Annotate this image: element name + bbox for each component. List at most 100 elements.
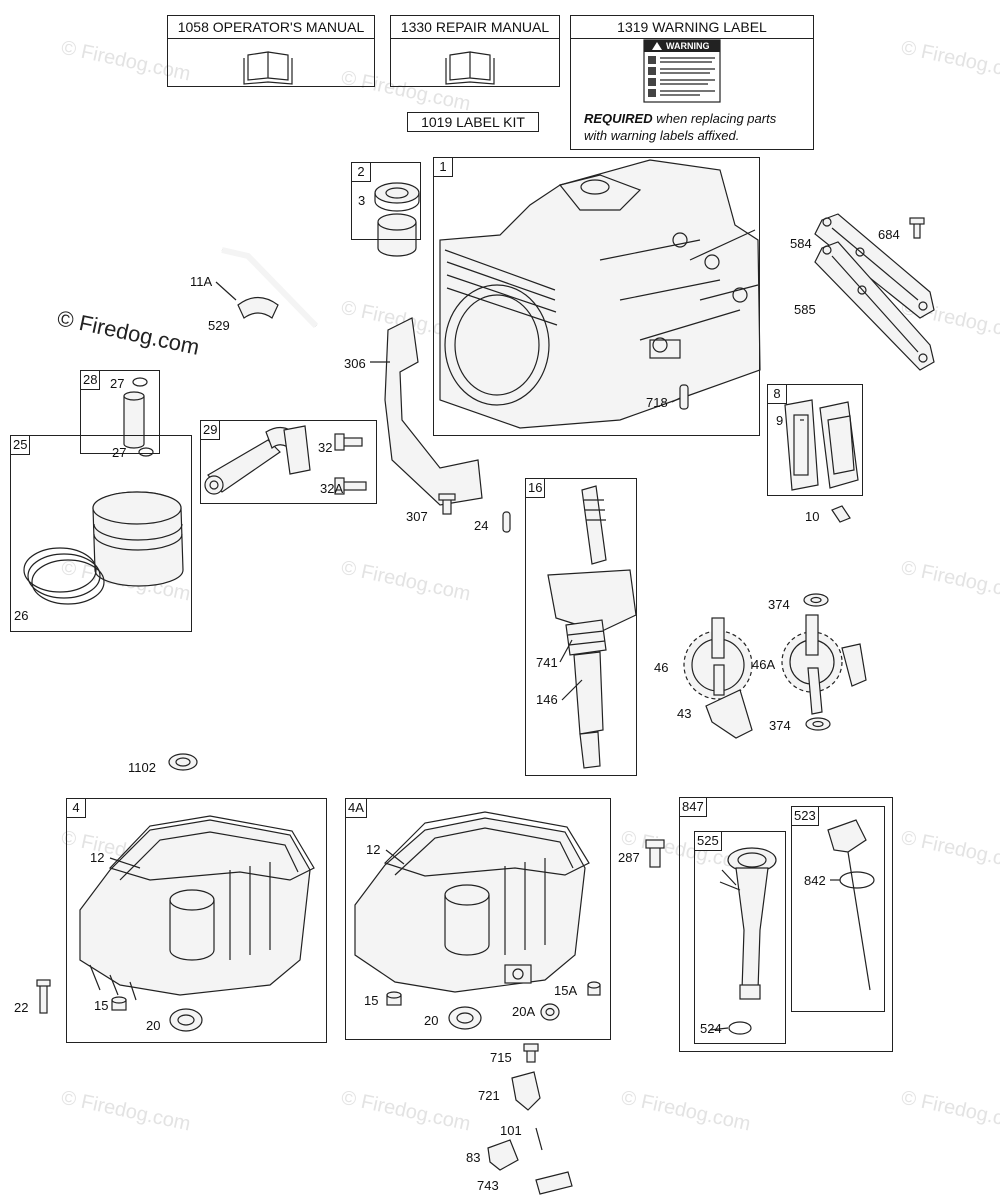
callout-label: 20 [146, 1018, 161, 1033]
group-tag: 2 [351, 162, 371, 182]
plug-icon [386, 991, 402, 1006]
book-icon [445, 51, 495, 85]
callout-label: 26 [14, 608, 29, 623]
group-tag: 847 [679, 797, 707, 817]
group-tag: 8 [767, 384, 787, 404]
plug-icon [111, 996, 127, 1011]
screw-icon [438, 493, 456, 515]
sleeve-icon [535, 1171, 573, 1195]
group-tag: 4A [345, 798, 367, 818]
oil-seal-icon [168, 753, 198, 771]
callout-label: 9 [776, 413, 784, 428]
gasket-icon [814, 241, 935, 371]
fitting-icon [645, 839, 665, 868]
group-box-16 [525, 478, 637, 776]
bolt-icon [334, 433, 363, 451]
group-box-4 [66, 798, 327, 1043]
oil-seal-icon [374, 182, 420, 212]
warning-label-title: 1319 WARNING LABEL [570, 15, 814, 39]
callout-label: 307 [406, 509, 428, 524]
leader-lines [109, 281, 840, 1031]
callout-label: 287 [618, 850, 640, 865]
breather-gasket-icon [784, 399, 819, 491]
group-tag: 4 [66, 798, 86, 818]
required-note: REQUIRED when replacing parts with warni… [584, 110, 776, 144]
callout-label: 10 [805, 509, 820, 524]
sleeve-icon [377, 213, 417, 257]
callout-label: 715 [490, 1050, 512, 1065]
callout-label: 43 [677, 706, 692, 721]
group-box-25 [10, 435, 192, 632]
callout-label: 743 [477, 1178, 499, 1193]
group-box-28 [80, 370, 160, 454]
repair-manual-title: 1330 REPAIR MANUAL [390, 15, 560, 39]
breather-cover-icon [819, 401, 859, 489]
callout-label: 529 [208, 318, 230, 333]
piston-rings-icon [23, 547, 105, 605]
oil-fill-tube-icon [719, 847, 777, 1000]
washer-icon [803, 593, 829, 607]
group-box-4a [345, 798, 611, 1040]
camshaft-gear-icon [683, 617, 753, 700]
callout-label: 721 [478, 1088, 500, 1103]
dipstick-icon [827, 819, 871, 991]
group-tag: 28 [80, 370, 101, 390]
camshaft-gear-icon [781, 614, 867, 715]
oil-seal-icon [169, 1008, 203, 1032]
dowel-pin-icon [679, 384, 689, 410]
group-box-847 [679, 797, 893, 1052]
callout-label: 24 [474, 518, 489, 533]
warning-sticker-text: WARNING [666, 41, 710, 51]
plug-icon [587, 981, 601, 996]
callout-label: 22 [14, 1000, 29, 1015]
group-box-2 [351, 162, 421, 240]
air-guide-icon [384, 317, 483, 506]
book-icon [243, 51, 293, 85]
callout-label: 11A [190, 274, 213, 289]
tube-icon [221, 247, 319, 329]
retaining-ring-icon [138, 447, 154, 457]
group-tag: 523 [791, 806, 819, 826]
oil-seal-icon [540, 1003, 560, 1021]
dowel-pin-icon [502, 511, 511, 533]
group-tag: 25 [10, 435, 31, 455]
callout-label: 306 [344, 356, 366, 371]
callout-label: 12 [366, 842, 381, 857]
callout-label: 12 [90, 850, 105, 865]
callout-label: 3 [358, 193, 366, 208]
warning-sticker-icon [643, 39, 721, 103]
required-text-line2: with warning labels affixed. [584, 128, 740, 143]
callout-label: 46A [752, 657, 776, 672]
callout-label: 842 [804, 873, 826, 888]
callout-label: 15A [554, 983, 578, 998]
group-box-1 [433, 157, 760, 436]
washer-icon [805, 717, 831, 731]
group-tag: 525 [694, 831, 722, 851]
callout-label: 27 [110, 376, 125, 391]
bracket-icon [511, 1071, 541, 1111]
crankcase-sump-icon [79, 819, 311, 1001]
callout-label: 374 [768, 597, 790, 612]
callout-label: 146 [536, 692, 558, 707]
operators-manual-title: 1058 OPERATOR'S MANUAL [167, 15, 375, 39]
screw-icon [523, 1043, 539, 1063]
group-tag: 16 [525, 478, 546, 498]
label-kit-title: 1019 LABEL KIT [407, 112, 539, 132]
callout-label: 83 [466, 1150, 481, 1165]
cylinder-block-icon [439, 159, 761, 429]
group-box-525 [694, 831, 786, 1044]
gasket-icon [108, 815, 315, 881]
pin-icon [535, 1127, 543, 1151]
link-icon [487, 1139, 519, 1171]
callout-label: 20 [424, 1013, 439, 1028]
callout-label: 1102 [128, 760, 156, 775]
bolt-icon [334, 477, 367, 495]
screw-icon [909, 217, 925, 239]
piston-icon [92, 491, 184, 587]
group-tag: 29 [200, 420, 221, 440]
connecting-rod-icon [204, 425, 311, 495]
gasket-icon [383, 811, 590, 877]
callout-label: 101 [500, 1123, 522, 1138]
crankcase-sump-icon [354, 817, 586, 993]
